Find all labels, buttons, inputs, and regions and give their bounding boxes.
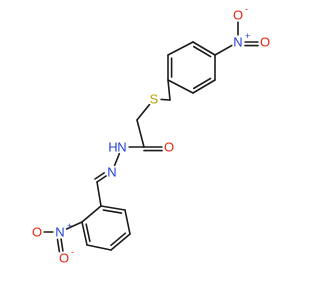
atom-s-thioether: S	[147, 92, 161, 107]
atom-o-top-right: O	[258, 35, 272, 50]
atom-symbol: N	[233, 35, 242, 50]
bond-b6-n_nitro_bottom	[65, 221, 83, 230]
bond-b3-b4	[110, 233, 131, 251]
atom-background	[162, 140, 176, 154]
bond-ch2_top-s_thioether	[160, 98, 171, 101]
atom-prefix: H	[108, 140, 117, 155]
atom-symbol: O	[260, 35, 270, 50]
bond-n_nitro_bottom-o_bottom_right	[60, 238, 64, 252]
atom-symbol: N	[107, 165, 116, 180]
bond-r4-ch2_top	[167, 79, 171, 101]
atom-background	[115, 140, 129, 154]
bond-b3-b4-inner	[110, 232, 127, 247]
bond-n_nitro_bottom-o_bottom_right-second	[56, 238, 61, 253]
bond-b5-b6-inner	[85, 223, 91, 243]
atom-charge: -	[71, 247, 74, 257]
bond-r1-r2	[192, 41, 216, 56]
atom-charge: +	[67, 221, 72, 231]
atom-background	[231, 8, 245, 22]
atom-background	[105, 165, 119, 179]
bond-ch_imine-b1	[96, 181, 102, 207]
bond-b5-b6	[81, 221, 88, 246]
atom-symbol: O	[233, 8, 243, 23]
bond-n_nitro_top-r1	[214, 44, 233, 56]
atom-n-imine: N	[105, 165, 119, 180]
atom-symbol: O	[59, 251, 69, 266]
atom-symbol: S	[150, 92, 159, 107]
atom-background	[57, 251, 71, 265]
bond-nh_amide-n_imine	[113, 152, 121, 167]
atom-symbol: O	[164, 140, 174, 155]
bond-r1-r2-inner	[192, 45, 212, 58]
bond-b6-b1	[81, 205, 102, 223]
atom-o-bottom-right: O-	[57, 247, 74, 266]
atom-background	[53, 225, 67, 239]
atom-background	[30, 225, 44, 239]
atom-o-carbonyl: O	[162, 140, 176, 155]
atom-symbol-n: N	[117, 140, 126, 155]
atom-o-top-left: O-	[231, 4, 248, 23]
bond-b2-b3	[124, 209, 131, 235]
atom-symbol: N	[55, 225, 64, 240]
atom-background	[258, 35, 272, 49]
atom-n-nitro-bottom: N+	[53, 221, 72, 240]
bond-n_imine-ch_imine	[96, 175, 107, 183]
atom-o-bottom-left: O	[30, 225, 44, 240]
bond-r2-r3	[167, 41, 194, 56]
atom-charge: -	[245, 4, 248, 14]
bond-r5-r6-inner	[192, 77, 212, 90]
bond-b4-b5	[86, 244, 112, 251]
bonds	[43, 21, 259, 253]
bond-ch2_mid-c_carbonyl	[136, 119, 145, 148]
bond-r4-r5	[167, 79, 194, 94]
atom-background	[147, 92, 161, 106]
bond-n_imine-ch_imine-second	[94, 172, 105, 180]
bond-b1-b2-inner	[102, 209, 123, 214]
atom-background	[231, 35, 245, 49]
atom-symbol: O	[32, 225, 42, 240]
bond-s_thioether-ch2_mid	[136, 103, 151, 121]
atom-n-nitro-top: N+	[231, 31, 250, 50]
bond-r5-r6	[192, 79, 216, 94]
atom-charge: +	[245, 31, 250, 41]
bond-b1-b2	[100, 205, 126, 211]
